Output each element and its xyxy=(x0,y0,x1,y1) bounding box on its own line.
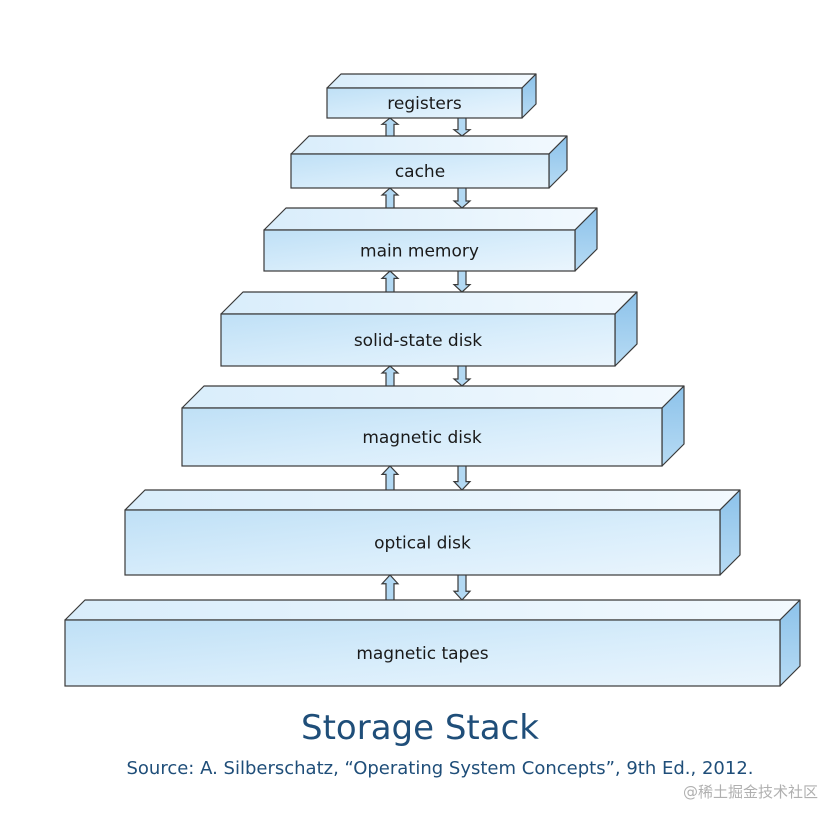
arrow-down-icon xyxy=(452,115,472,137)
arrow-up-icon xyxy=(380,574,400,603)
box-front-face xyxy=(64,619,781,687)
storage-level-solid-state-disk: solid-state disk xyxy=(220,291,638,367)
source-citation: Source: A. Silberschatz, “Operating Syst… xyxy=(126,758,754,779)
storage-level-optical-disk: optical disk xyxy=(124,489,741,576)
boxes-layer: registers cache main memory solid-state dis… xyxy=(64,73,801,687)
arrow-up-icon xyxy=(380,365,400,389)
box-front-face xyxy=(290,153,550,189)
box-front-face xyxy=(263,229,576,272)
level-label: magnetic tapes xyxy=(356,644,488,664)
box-top-face xyxy=(181,385,685,409)
arrow-down-icon xyxy=(452,363,472,387)
level-label: solid-state disk xyxy=(354,331,482,351)
box-top-face xyxy=(290,135,568,155)
storage-hierarchy-diagram: registers cache main memory solid-state dis… xyxy=(64,73,801,687)
arrow-up-icon xyxy=(380,270,400,295)
storage-level-main-memory: main memory xyxy=(263,207,598,272)
level-label: registers xyxy=(387,94,462,114)
box-top-face xyxy=(220,291,638,315)
box-top-face xyxy=(263,207,598,231)
arrow-up-icon xyxy=(380,465,400,493)
level-label: main memory xyxy=(360,242,479,262)
box-front-face xyxy=(326,87,523,119)
level-label: cache xyxy=(395,162,445,182)
watermark-text: @稀土掘金技术社区 xyxy=(682,783,818,801)
arrow-up-icon xyxy=(380,187,400,211)
arrow-down-icon xyxy=(452,572,472,601)
storage-level-magnetic-tapes: magnetic tapes xyxy=(64,599,801,687)
box-top-face xyxy=(64,599,801,621)
box-front-face xyxy=(124,509,721,576)
diagram-title: Storage Stack xyxy=(301,708,539,748)
storage-level-cache: cache xyxy=(290,135,568,189)
arrow-down-icon xyxy=(452,268,472,293)
box-top-face xyxy=(124,489,741,511)
box-front-face xyxy=(220,313,616,367)
storage-level-registers: registers xyxy=(326,73,537,119)
arrows-layer xyxy=(380,115,472,603)
box-front-face xyxy=(181,407,663,467)
arrow-down-icon xyxy=(452,463,472,491)
arrow-up-icon xyxy=(380,117,400,139)
level-label: optical disk xyxy=(374,534,471,554)
arrow-down-icon xyxy=(452,185,472,209)
box-top-face xyxy=(326,73,537,89)
level-label: magnetic disk xyxy=(362,428,482,448)
storage-level-magnetic-disk: magnetic disk xyxy=(181,385,685,467)
